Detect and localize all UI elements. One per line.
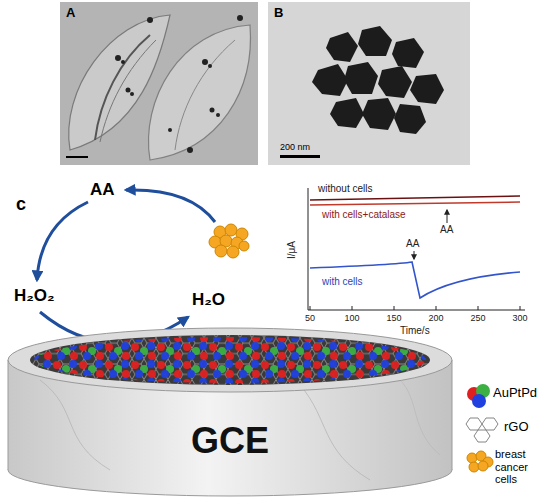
- panel-letter: c: [16, 194, 26, 215]
- electrode: GCE: [5, 325, 455, 497]
- tick-label: 150: [386, 313, 401, 323]
- tick-label: 200: [428, 313, 443, 323]
- curve-label: without cells: [318, 183, 372, 195]
- species-label: AA: [90, 180, 115, 200]
- species-label: H₂O₂: [14, 286, 55, 306]
- axis-title: I/μA: [286, 241, 298, 259]
- tem-image-b: [268, 2, 470, 165]
- tick-label: 300: [512, 313, 527, 323]
- curve-label: with cells+catalase: [322, 209, 406, 221]
- panel-letter: B: [274, 6, 283, 21]
- legend-text: rGO: [504, 420, 529, 435]
- tem-image-a: [60, 2, 258, 165]
- legend-text: AuPtPd: [493, 386, 537, 401]
- injection-label: AA: [440, 224, 453, 236]
- axis-title: Time/s: [400, 325, 430, 337]
- amperometric-chart: [308, 188, 525, 310]
- species-label: H₂O: [192, 290, 225, 310]
- electrode-cylinder: [8, 328, 452, 496]
- tick-label: 50: [305, 313, 315, 323]
- tem-panel: A: [60, 2, 258, 165]
- scale-bar-label: 200 nm: [280, 142, 310, 152]
- panel-letter: A: [66, 6, 75, 21]
- curve-label: with cells: [322, 276, 363, 288]
- reaction-cycle: [37, 190, 249, 342]
- tem-panel: B 200 nm: [268, 2, 470, 165]
- legend-text: breast cancer cells: [495, 448, 548, 486]
- tick-label: 100: [344, 313, 359, 323]
- tick-label: 250: [470, 313, 485, 323]
- electrode-label: GCE: [191, 420, 269, 461]
- injection-label: AA: [406, 238, 419, 250]
